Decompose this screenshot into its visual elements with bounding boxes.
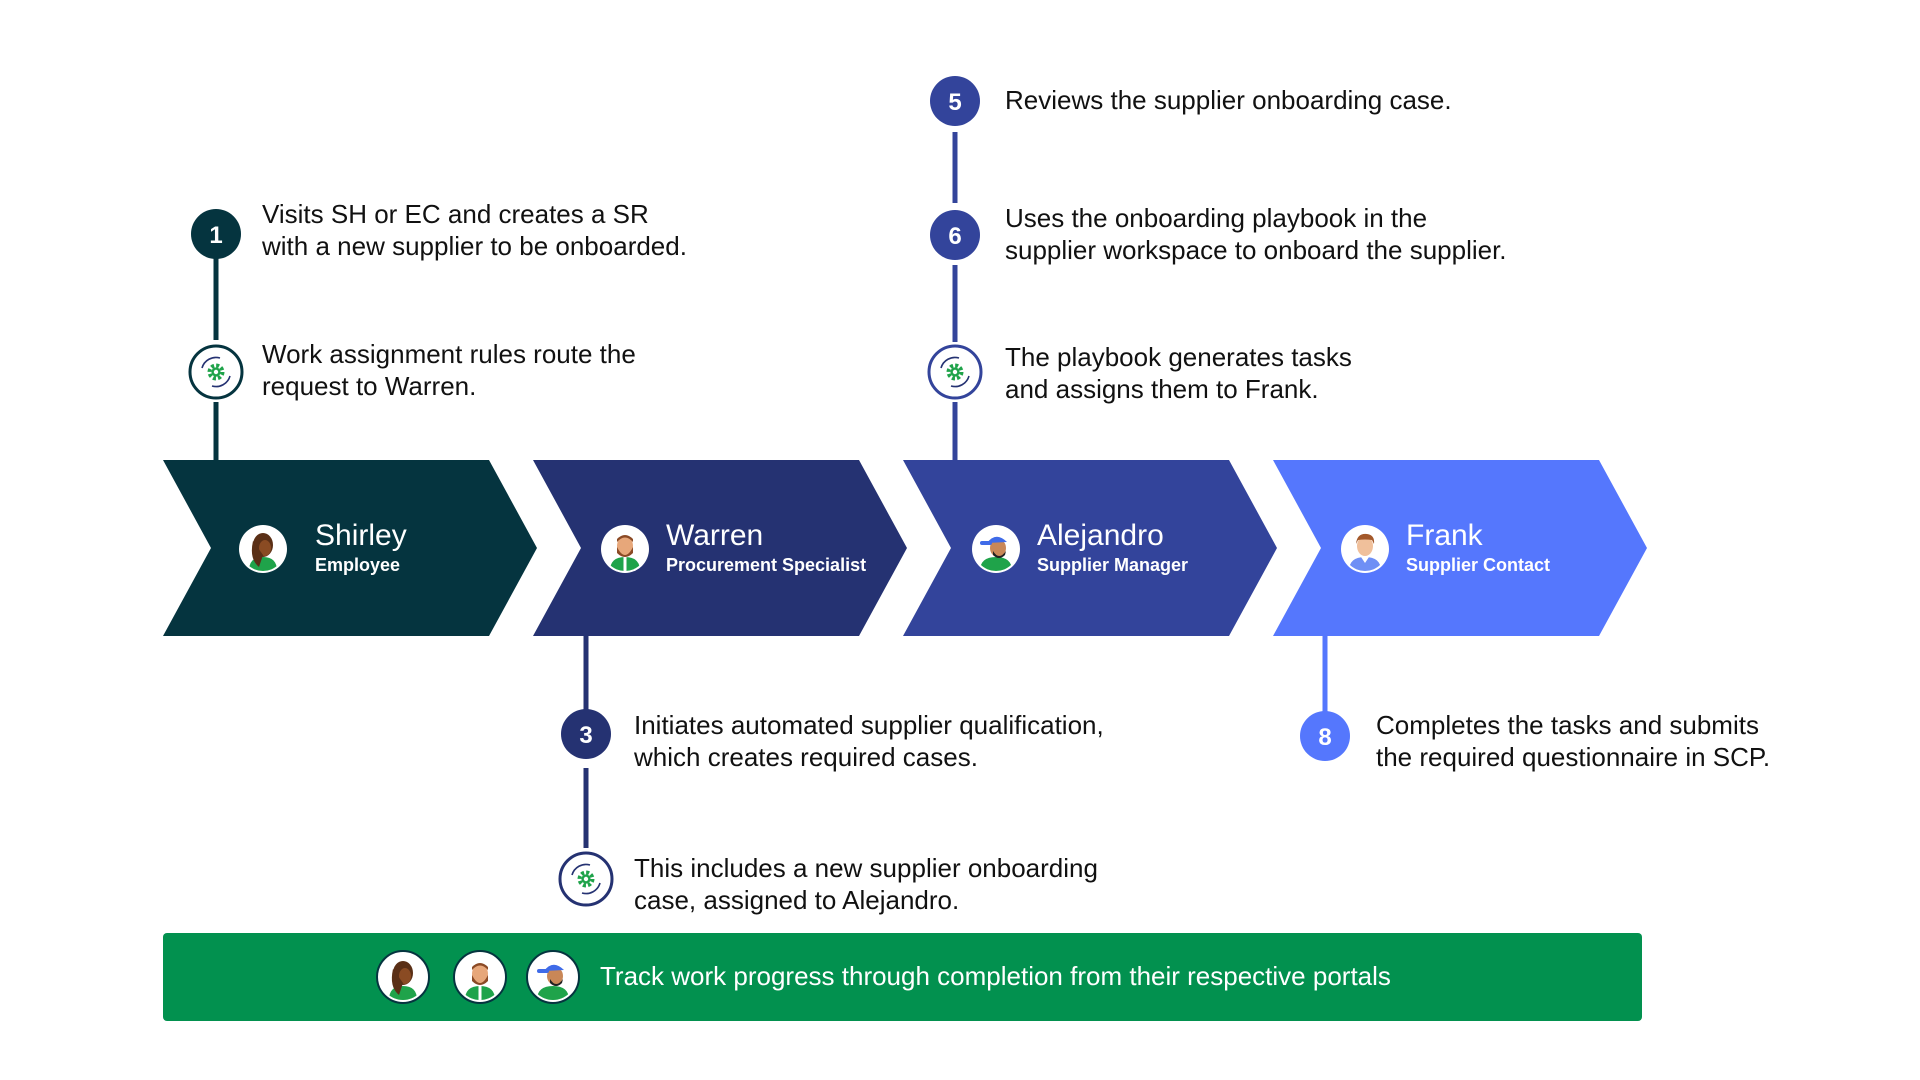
actor-role: Procurement Specialist (666, 555, 867, 575)
actor-role: Supplier Contact (1406, 555, 1551, 575)
step-2-text: Work assignment rules route the request … (262, 338, 636, 402)
step-text-line: Uses the onboarding playbook in the (1005, 203, 1428, 233)
actor-role: Employee (315, 555, 401, 575)
step-3-text: Initiates automated supplier qualificati… (634, 709, 1104, 773)
chevron-frank (1273, 460, 1647, 636)
automation-gear-icon (188, 344, 244, 400)
svg-text:8: 8 (1318, 724, 1331, 751)
actor-alejandro: Alejandro Supplier Manager (1037, 519, 1188, 577)
svg-text:6: 6 (948, 223, 961, 250)
person-avatar-beard-icon (601, 525, 649, 573)
actor-name: Shirley (315, 519, 407, 552)
step-text-line: with a new supplier to be onboarded. (262, 231, 687, 261)
actor-shirley: Shirley Employee (315, 519, 407, 577)
svg-text:3: 3 (579, 722, 592, 749)
actor-frank: Frank Supplier Contact (1406, 519, 1550, 577)
person-avatar-cap-icon (972, 525, 1020, 573)
step-badge-5: 5 (930, 76, 980, 126)
step-badge-3: 3 (561, 709, 611, 759)
step-5-text: Reviews the supplier onboarding case. (1005, 84, 1452, 116)
actor-warren: Warren Procurement Specialist (666, 519, 866, 577)
actor-role: Supplier Manager (1037, 555, 1189, 575)
step-text-line: case, assigned to Alejandro. (634, 885, 960, 915)
step-8-text: Completes the tasks and submits the requ… (1376, 709, 1770, 773)
step-text-line: supplier workspace to onboard the suppli… (1005, 235, 1507, 265)
chevron-alejandro (903, 460, 1277, 636)
step-text-line: the required questionnaire in SCP. (1376, 742, 1771, 772)
actor-name: Alejandro (1037, 519, 1164, 552)
step-text-line: which creates required cases. (634, 742, 978, 772)
svg-text:1: 1 (209, 222, 222, 249)
person-avatar-brown-icon (239, 525, 287, 573)
actor-name: Frank (1406, 519, 1483, 552)
step-text-line: Initiates automated supplier qualificati… (634, 710, 1104, 740)
step-text-line: request to Warren. (262, 371, 477, 401)
svg-text:5: 5 (948, 89, 961, 116)
chevron-warren (533, 460, 907, 636)
automation-gear-icon (927, 344, 983, 400)
step-1-text: Visits SH or EC and creates a SR with a … (262, 198, 687, 262)
step-text-line: Completes the tasks and submits (1376, 710, 1759, 740)
step-badge-1: 1 (191, 209, 241, 259)
automation-gear-icon (558, 851, 614, 907)
step-text-line: and assigns them to Frank. (1005, 374, 1319, 404)
step-text-line: The playbook generates tasks (1005, 342, 1352, 372)
step-4-text: This includes a new supplier onboarding … (634, 852, 1098, 916)
actor-name: Warren (666, 519, 764, 552)
step-badge-6: 6 (930, 210, 980, 260)
step-badge-8: 8 (1300, 711, 1350, 761)
chevron-shirley (163, 460, 537, 636)
step-7-text: The playbook generates tasks and assigns… (1005, 341, 1352, 405)
person-avatar-light-icon (1341, 525, 1389, 573)
step-text-line: Visits SH or EC and creates a SR (262, 199, 649, 229)
banner-text: Track work progress through completion f… (600, 961, 1391, 991)
step-text-line: This includes a new supplier onboarding (634, 853, 1098, 883)
step-text-line: Work assignment rules route the (262, 339, 636, 369)
step-6-text: Uses the onboarding playbook in the supp… (1005, 202, 1507, 266)
step-text-line: Reviews the supplier onboarding case. (1005, 85, 1452, 115)
